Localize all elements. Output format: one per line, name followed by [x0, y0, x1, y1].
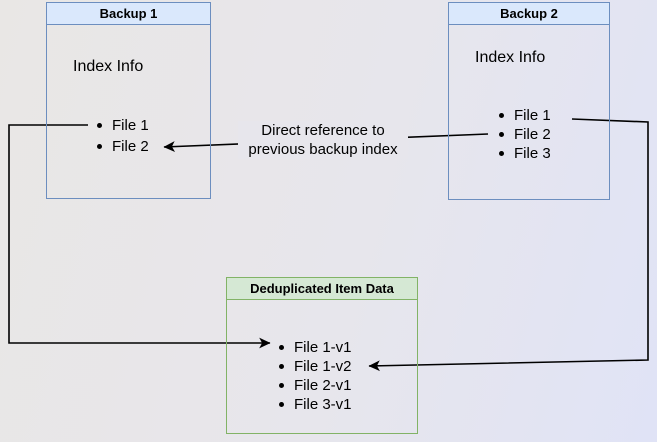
backup1-index-label: Index Info [73, 58, 144, 75]
bullet-icon [97, 144, 102, 149]
list-item: File 1-v2 [279, 357, 352, 376]
backup1-box: Backup 1 Index Info File 1 File 2 [46, 2, 211, 199]
bullet-icon [279, 364, 284, 369]
list-item: File 2 [97, 136, 149, 157]
dedup-box: Deduplicated Item Data File 1-v1 File 1-… [226, 277, 418, 434]
dedup-item-list: File 1-v1 File 1-v2 File 2-v1 File 3-v1 [279, 338, 352, 414]
bullet-icon [97, 123, 102, 128]
bullet-icon [279, 402, 284, 407]
backup2-index-label: Index Info [475, 49, 546, 66]
bullet-icon [279, 383, 284, 388]
backup2-header: Backup 2 [449, 3, 609, 25]
backup1-file-list: File 1 File 2 [97, 115, 149, 157]
item-label: File 1-v2 [294, 358, 352, 375]
dedup-header: Deduplicated Item Data [227, 278, 417, 300]
item-label: File 3-v1 [294, 396, 352, 413]
backup2-file-list: File 1 File 2 File 3 [499, 106, 551, 163]
backup2-title: Backup 2 [500, 6, 558, 21]
list-item: File 2-v1 [279, 376, 352, 395]
list-item: File 1 [97, 115, 149, 136]
dedup-title: Deduplicated Item Data [250, 281, 394, 296]
bullet-icon [499, 113, 504, 118]
bullet-icon [279, 345, 284, 350]
backup2-box: Backup 2 Index Info File 1 File 2 File 3 [448, 2, 610, 200]
file-label: File 3 [514, 145, 551, 162]
file-label: File 1 [112, 117, 149, 134]
backup1-header: Backup 1 [47, 3, 210, 25]
edge-label-line1: Direct reference to [261, 122, 385, 139]
list-item: File 3-v1 [279, 395, 352, 414]
file-label: File 2 [112, 138, 149, 155]
list-item: File 3 [499, 144, 551, 163]
edge-label: Direct reference to previous backup inde… [238, 121, 408, 159]
list-item: File 1-v1 [279, 338, 352, 357]
file-label: File 1 [514, 107, 551, 124]
item-label: File 1-v1 [294, 339, 352, 356]
list-item: File 1 [499, 106, 551, 125]
list-item: File 2 [499, 125, 551, 144]
file-label: File 2 [514, 126, 551, 143]
backup1-title: Backup 1 [99, 6, 158, 21]
edge-label-line2: previous backup index [248, 141, 398, 158]
bullet-icon [499, 151, 504, 156]
bullet-icon [499, 132, 504, 137]
item-label: File 2-v1 [294, 377, 352, 394]
